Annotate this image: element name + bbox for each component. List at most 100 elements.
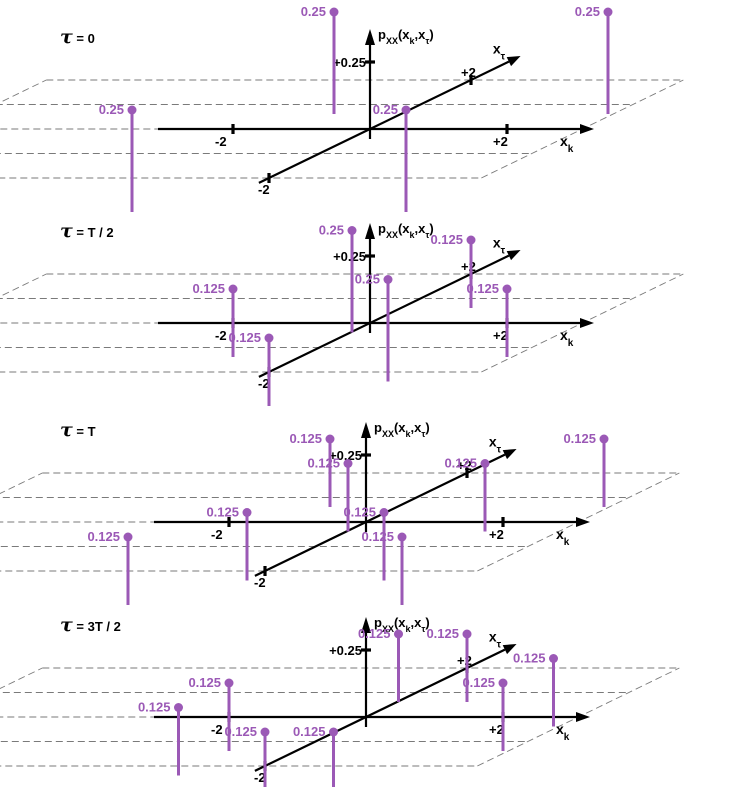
axes [158,223,594,378]
xk-arrowhead [580,124,594,134]
p-axis-label: pXX(xk,xτ) [374,615,430,634]
probability-label: 0.125 [87,529,120,544]
xt-axis-label: xτ [489,434,502,456]
probability-label: 0.25 [301,4,326,19]
probability-label: 0.125 [430,232,463,247]
tau-caption: τ = 0 [60,26,95,48]
xk-arrowhead [580,318,594,328]
p-axis-label: pXX(xk,xτ) [378,221,434,240]
stem-marker [462,629,472,639]
probability-stem: 0.25 [355,272,393,382]
stem-marker [603,7,613,17]
probability-label: 0.125 [343,505,376,520]
probability-stem: 0.25 [99,102,137,212]
probability-label: 0.25 [575,4,600,19]
probability-stem: 0.125 [87,529,133,605]
axes [154,422,590,577]
xt-axis [258,254,510,378]
stem-marker [466,235,476,245]
probability-label: 0.125 [361,529,394,544]
probability-label: 0.25 [99,102,124,117]
probability-stem: 0.125 [289,431,335,507]
probability-label: 0.125 [138,700,171,715]
probability-label: 0.125 [563,431,596,446]
xk-axis-label: xk [560,133,574,155]
probability-stem: 0.125 [462,675,508,751]
stem-marker [343,459,353,468]
probability-label: 0.125 [228,330,261,345]
p-axis-label: pXX(xk,xτ) [374,420,430,439]
stem-marker [502,284,512,294]
xk-tick-neg-label: -2 [215,134,227,149]
stem-marker [599,434,609,444]
xt-tick-neg-label: -2 [254,770,266,785]
probability-stem: 0.125 [361,529,407,605]
tau-caption: τ = 3T / 2 [60,614,121,636]
stem-marker [174,703,183,712]
tau-caption: τ = T [60,419,96,441]
probability-stem: 0.125 [228,330,274,406]
xt-tick-neg-label: -2 [254,575,266,590]
xk-tick-pos-label: +2 [489,527,504,542]
xk-axis-label: xk [556,526,570,548]
probability-stem: 0.125 [563,431,609,507]
stem-marker [549,654,558,663]
probability-label: 0.125 [444,456,477,471]
xk-tick-pos-label: +2 [489,722,504,737]
probability-stem: 0.125 [466,281,512,357]
probability-stem: 0.125 [192,281,238,357]
probability-label: 0.125 [192,281,225,296]
stem-marker [480,459,490,468]
stem-marker [242,508,252,517]
xt-axis-label: xτ [493,41,506,63]
stem-marker [498,678,508,688]
probability-stem: 0.125 [224,724,270,787]
grid-edge [0,472,43,495]
stem-marker [260,727,270,737]
grid-edge [0,79,47,103]
xt-tick-pos-label: +2 [457,653,472,668]
xt-arrowhead [502,643,517,655]
p-arrowhead [365,223,375,239]
probability-label: 0.25 [373,102,398,117]
xt-axis [258,60,510,184]
xk-tick-pos-label: +2 [493,134,508,149]
stem-marker [397,532,407,542]
xt-tick-pos-label: +2 [461,259,476,274]
stem-marker [401,105,411,115]
probability-stem: 0.125 [307,456,353,532]
xt-tick-pos-label: +2 [457,458,472,473]
stem-marker [347,226,357,235]
xk-tick-pos-label: +2 [493,328,508,343]
p-arrowhead [361,422,371,438]
xt-arrowhead [506,55,521,67]
probability-stem: 0.125 [358,626,403,702]
p-tick-label: +0.25 [329,448,362,463]
xk-tick-neg-label: -2 [211,527,223,542]
probability-label: 0.125 [289,431,322,446]
stem-marker [379,508,389,517]
probability-label: 0.125 [426,626,459,641]
xt-tick-neg-label: -2 [258,376,270,391]
xt-axis [254,648,506,772]
stem-marker [325,434,335,444]
probability-stem: 0.25 [373,102,411,212]
stem-marker [224,678,234,688]
xt-arrowhead [506,249,521,261]
probability-label: 0.125 [466,281,499,296]
xk-arrowhead [576,712,590,722]
axes [158,29,594,184]
xk-tick-neg-label: -2 [211,722,223,737]
probability-label: 0.125 [224,724,257,739]
xt-tick-pos-label: +2 [461,65,476,80]
p-tick-label: +0.25 [333,55,366,70]
probability-label: 0.125 [307,456,340,471]
stem-marker [127,105,137,115]
probability-stem: 0.125 [430,232,476,308]
probability-stem: 0.25 [319,223,357,333]
probability-stem: 0.125 [206,505,252,581]
probability-stem: 0.125 [444,456,490,532]
probability-label: 0.125 [513,651,546,666]
